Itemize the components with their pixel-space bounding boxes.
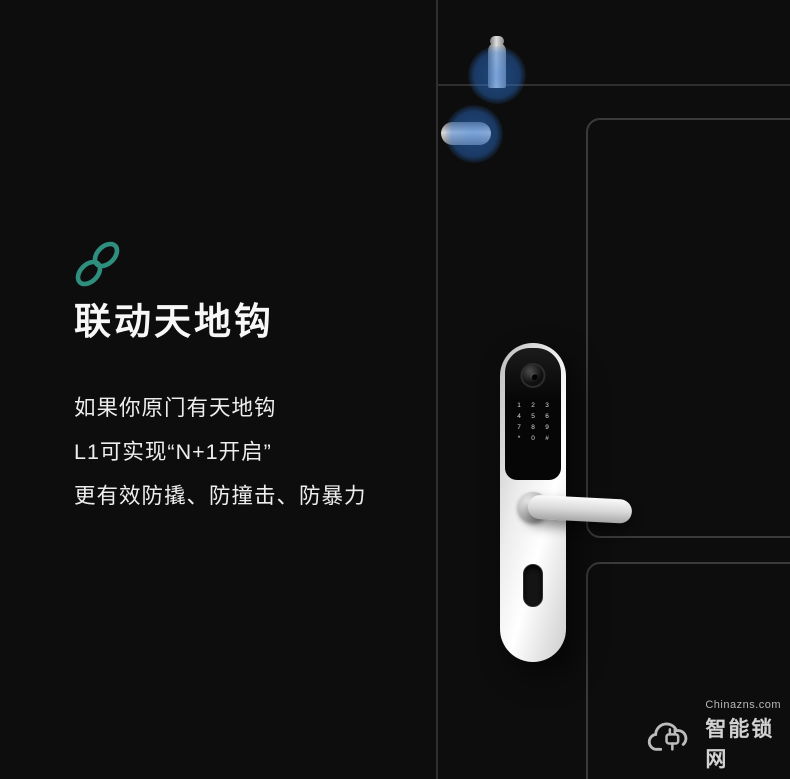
side-bolt-highlight-circle <box>445 105 503 163</box>
keypad-key: 9 <box>545 424 549 431</box>
body-copy: 如果你原门有天地钩 L1可实现“N+1开启” 更有效防撬、防撞击、防暴力 <box>74 386 367 518</box>
cloud-logo-icon <box>647 722 688 751</box>
lock-face-panel: 1 2 3 4 5 6 7 8 9 * 0 # <box>505 348 561 480</box>
body-line-1: 如果你原门有天地钩 <box>74 396 277 420</box>
keyhole <box>523 564 543 607</box>
chain-link-icon <box>72 238 124 295</box>
top-bolt-highlight-circle <box>468 46 526 104</box>
keypad-key: 6 <box>545 413 549 420</box>
door-panel-top <box>586 118 790 538</box>
keypad-key: * <box>517 435 521 442</box>
lock-keypad: 1 2 3 4 5 6 7 8 9 * 0 # <box>513 402 553 442</box>
keypad-key: 7 <box>517 424 521 431</box>
keypad-key: 1 <box>517 402 521 409</box>
keypad-key: 3 <box>545 402 549 409</box>
keypad-key: 2 <box>531 402 535 409</box>
keypad-key: # <box>545 435 549 442</box>
keypad-key: 0 <box>531 435 535 442</box>
door-edge-vertical-line <box>436 0 438 779</box>
door-top-horizontal-line <box>437 84 790 86</box>
watermark-text: Chinazns.com 智能锁网 <box>705 699 790 773</box>
headline: 联动天地钩 <box>74 301 274 342</box>
watermark-domain: Chinazns.com <box>705 699 782 711</box>
body-line-3: 更有效防撬、防撞击、防暴力 <box>74 484 367 508</box>
keypad-key: 5 <box>531 413 535 420</box>
watermark-brand: 智能锁网 <box>705 718 775 771</box>
smart-lock: 1 2 3 4 5 6 7 8 9 * 0 # <box>500 343 633 662</box>
keypad-key: 4 <box>517 413 521 420</box>
body-line-2: L1可实现“N+1开启” <box>74 440 272 464</box>
watermark: Chinazns.com 智能锁网 <box>644 699 790 773</box>
keypad-key: 8 <box>531 424 535 431</box>
door-panel-bottom <box>586 562 790 779</box>
camera-lens-icon <box>520 363 546 388</box>
